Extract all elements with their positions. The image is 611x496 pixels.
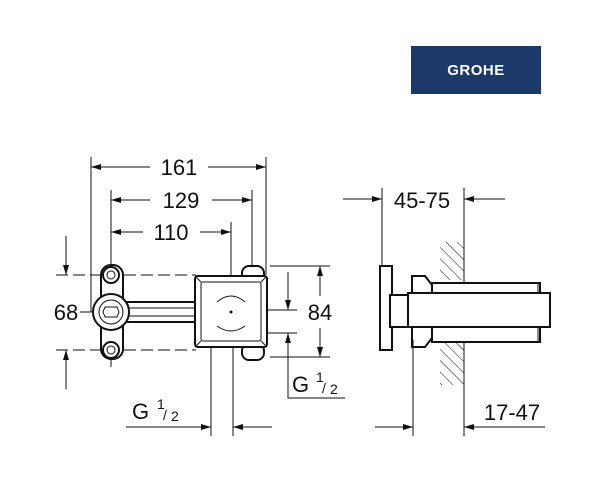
- dim-overall-width: 161: [161, 155, 198, 180]
- body-core: [407, 292, 551, 328]
- thread-inlet-label: G 1 / 2: [292, 369, 338, 397]
- inlet-fitting: [92, 293, 130, 331]
- logo-text: GROHE: [447, 62, 505, 79]
- dim-flange-spacing: 129: [163, 188, 200, 213]
- logo-background: [411, 46, 541, 94]
- dim-wall-depth: 45-75: [394, 188, 450, 213]
- svg-text:G: G: [292, 372, 309, 397]
- svg-text:1: 1: [157, 396, 165, 412]
- svg-text:/: /: [322, 380, 326, 396]
- dim-center-offset: 110: [153, 220, 188, 245]
- svg-text:G: G: [132, 399, 149, 424]
- dim-flange-height: 68: [54, 300, 78, 325]
- dim-projection: 17-47: [484, 400, 540, 425]
- front-view: 161 129 110 68: [54, 155, 345, 436]
- grohe-logo: GROHE: [411, 46, 541, 94]
- connecting-pipe: [124, 301, 198, 323]
- dim-box-height: 84: [308, 300, 332, 325]
- svg-text:1: 1: [316, 369, 324, 385]
- svg-text:/: /: [163, 407, 167, 423]
- wall-hatch-lower: [440, 343, 464, 385]
- svg-text:2: 2: [330, 381, 338, 397]
- side-view: 45-75 17-47: [343, 188, 551, 436]
- wall-hatch-upper: [440, 242, 464, 280]
- svg-text:2: 2: [171, 408, 179, 424]
- thread-outlet-label: G 1 / 2: [132, 396, 179, 424]
